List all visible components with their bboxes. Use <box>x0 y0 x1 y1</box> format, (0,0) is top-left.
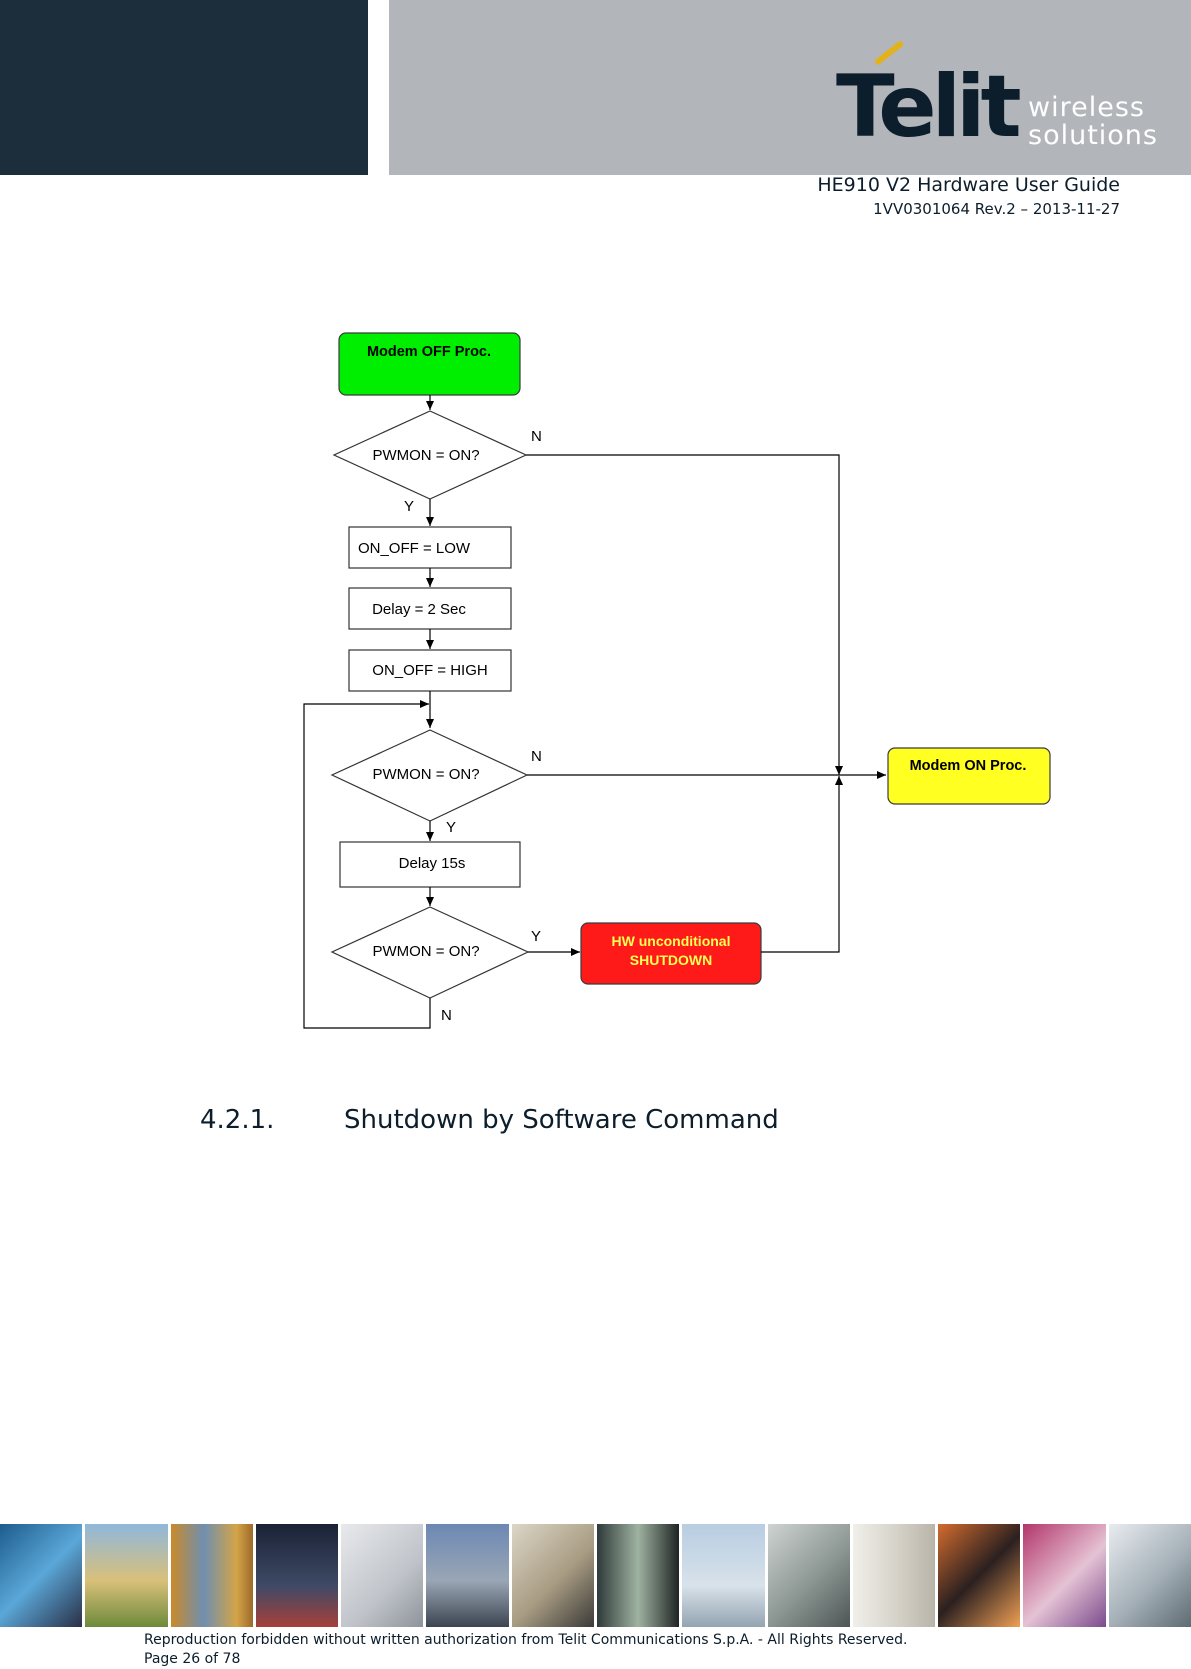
decision-node-1-label: PWMON = ON? <box>372 447 479 464</box>
decision-node-3-label: PWMON = ON? <box>372 943 479 960</box>
footer-photo <box>255 1524 339 1627</box>
start-node <box>338 332 521 396</box>
footer-rights-notice: Reproduction forbidden without written a… <box>144 1632 908 1648</box>
process-node-4 <box>339 841 521 888</box>
footer-photo <box>1108 1524 1191 1627</box>
footer-photo <box>0 1524 83 1627</box>
section-heading: 4.2.1. Shutdown by Software Command <box>200 1105 779 1135</box>
footer-photo <box>426 1524 509 1627</box>
section-title: Shutdown by Software Command <box>344 1105 779 1135</box>
power-off-flowchart: Modem OFF Proc. PWMON = ON? N Y ON_OFF =… <box>303 332 1051 1029</box>
end-node-label: Modem ON Proc. <box>910 758 1027 774</box>
branch-label-n3: N <box>441 1007 452 1024</box>
footer-photo <box>938 1524 1021 1627</box>
shutdown-node-line1: HW unconditional <box>612 933 731 949</box>
connector <box>761 776 843 953</box>
footer-photo <box>85 1524 168 1627</box>
header-gray-panel <box>389 0 1191 175</box>
footer-photo <box>1023 1524 1106 1627</box>
footer-photo <box>341 1524 424 1627</box>
shutdown-node <box>580 922 762 985</box>
footer-photo <box>682 1524 765 1627</box>
process-node-1 <box>348 526 512 569</box>
connector <box>526 454 843 775</box>
footer-image-strip <box>0 1524 1191 1627</box>
decision-node-2-label: PWMON = ON? <box>372 766 479 783</box>
footer-photo <box>852 1524 936 1627</box>
start-node-label: Modem OFF Proc. <box>367 344 491 360</box>
process-node-3-label: ON_OFF = HIGH <box>372 662 487 679</box>
branch-label-n2: N <box>531 748 542 765</box>
document-title: HE910 V2 Hardware User Guide <box>817 174 1120 196</box>
footer-photo <box>170 1524 253 1627</box>
shutdown-node-line2: SHUTDOWN <box>630 952 712 968</box>
process-node-4-label: Delay 15s <box>399 855 466 872</box>
logo-tagline-line1: wireless <box>1028 92 1145 123</box>
logo-wordmark: Telit <box>836 57 1022 157</box>
telit-logo: Telit wireless solutions <box>836 40 1176 157</box>
branch-label-y1: Y <box>404 498 414 515</box>
process-node-1-label: ON_OFF = LOW <box>358 540 471 557</box>
logo-tagline: wireless solutions <box>1028 94 1158 150</box>
process-node-2 <box>348 587 512 630</box>
process-node-2-label: Delay = 2 Sec <box>372 601 466 618</box>
branch-label-y3: Y <box>531 928 541 945</box>
page-number: Page 26 of 78 <box>144 1651 241 1667</box>
logo-tagline-line2: solutions <box>1028 120 1158 151</box>
section-number: 4.2.1. <box>200 1105 275 1135</box>
end-node <box>887 747 1051 805</box>
branch-label-n1: N <box>531 428 542 445</box>
header-dark-panel <box>0 0 368 175</box>
footer-photo <box>596 1524 680 1627</box>
footer-photo <box>767 1524 850 1627</box>
branch-label-y2: Y <box>446 819 456 836</box>
connector <box>303 700 431 1029</box>
footer-photo <box>511 1524 594 1627</box>
document-revision: 1VV0301064 Rev.2 – 2013-11-27 <box>873 200 1120 218</box>
